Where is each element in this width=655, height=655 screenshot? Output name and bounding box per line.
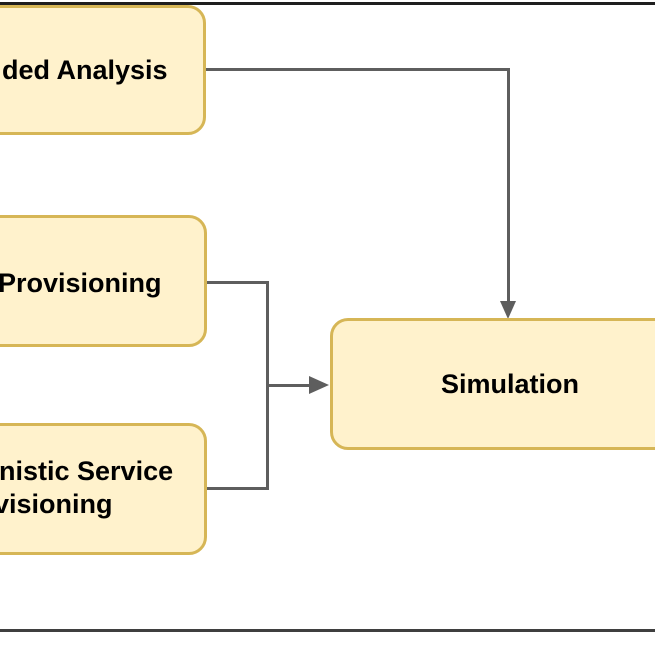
node-provisioning bbox=[0, 215, 207, 347]
node-analysis-label: ded Analysis bbox=[2, 55, 168, 85]
node-analysis bbox=[0, 5, 206, 135]
arrowhead-right bbox=[309, 376, 329, 394]
node-provisioning-label: Provisioning bbox=[0, 268, 162, 298]
arrowhead-down bbox=[500, 301, 516, 319]
connector-provisioning-horizontal bbox=[207, 281, 269, 284]
node-service-label-line1: nistic Service bbox=[0, 456, 174, 486]
node-simulation-label: Simulation bbox=[440, 368, 579, 399]
connector-service-horizontal bbox=[207, 487, 269, 490]
node-service-provisioning bbox=[0, 423, 207, 555]
node-service-label-line2: visioning bbox=[0, 489, 113, 519]
connector-analysis-horizontal bbox=[206, 68, 510, 71]
connector-analysis-vertical bbox=[507, 68, 510, 302]
figure-top-border bbox=[0, 2, 655, 5]
figure-bottom-border bbox=[0, 629, 655, 632]
node-simulation: Simulation bbox=[330, 318, 655, 450]
connector-merge-horizontal bbox=[267, 384, 309, 387]
